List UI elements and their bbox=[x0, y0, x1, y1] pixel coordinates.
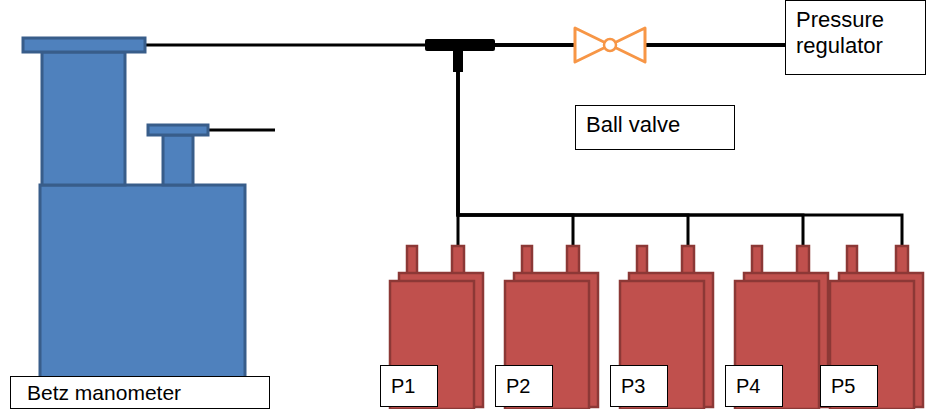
valve-label-box: Ball valve bbox=[575, 105, 735, 150]
component-label: Pressure regulator bbox=[796, 7, 915, 60]
sensor-label: P4 bbox=[736, 374, 772, 398]
regulator-box: Pressure regulator bbox=[785, 0, 926, 75]
sensor-label: P3 bbox=[621, 374, 657, 398]
sensor-node: P4 bbox=[730, 245, 830, 409]
device-label: Betz manometer bbox=[27, 380, 253, 405]
manometer-body bbox=[23, 38, 275, 409]
sensor-label-box: P4 bbox=[725, 365, 783, 407]
sensor-label: P1 bbox=[391, 374, 427, 398]
sensor-label: P5 bbox=[831, 374, 867, 398]
sensor-label-box: P1 bbox=[380, 365, 438, 407]
sensor-label-box: P2 bbox=[495, 365, 553, 407]
sensor-node: P5 bbox=[825, 245, 925, 409]
betz-manometer-drawing bbox=[10, 38, 275, 409]
manometer-column bbox=[42, 52, 125, 185]
sensor-node: P1 bbox=[385, 245, 485, 409]
sensor-label-box: P5 bbox=[820, 365, 878, 407]
manometer-node: Betz manometer bbox=[10, 38, 275, 409]
tee-fitting bbox=[425, 39, 495, 72]
manometer-cap bbox=[23, 38, 145, 52]
pipe-connector bbox=[458, 45, 902, 245]
ball-valve-symbol bbox=[575, 28, 645, 62]
manometer-label-box: Betz manometer bbox=[10, 376, 270, 409]
sensor-label: P2 bbox=[506, 374, 542, 398]
reservoir-column bbox=[163, 135, 193, 185]
vent-pipe bbox=[208, 129, 275, 132]
sensor-node: P3 bbox=[615, 245, 715, 409]
sensor-label-box: P3 bbox=[610, 365, 668, 407]
reservoir-cap bbox=[148, 125, 208, 135]
component-label: Ball valve bbox=[586, 112, 724, 138]
sensor-node: P2 bbox=[500, 245, 600, 409]
